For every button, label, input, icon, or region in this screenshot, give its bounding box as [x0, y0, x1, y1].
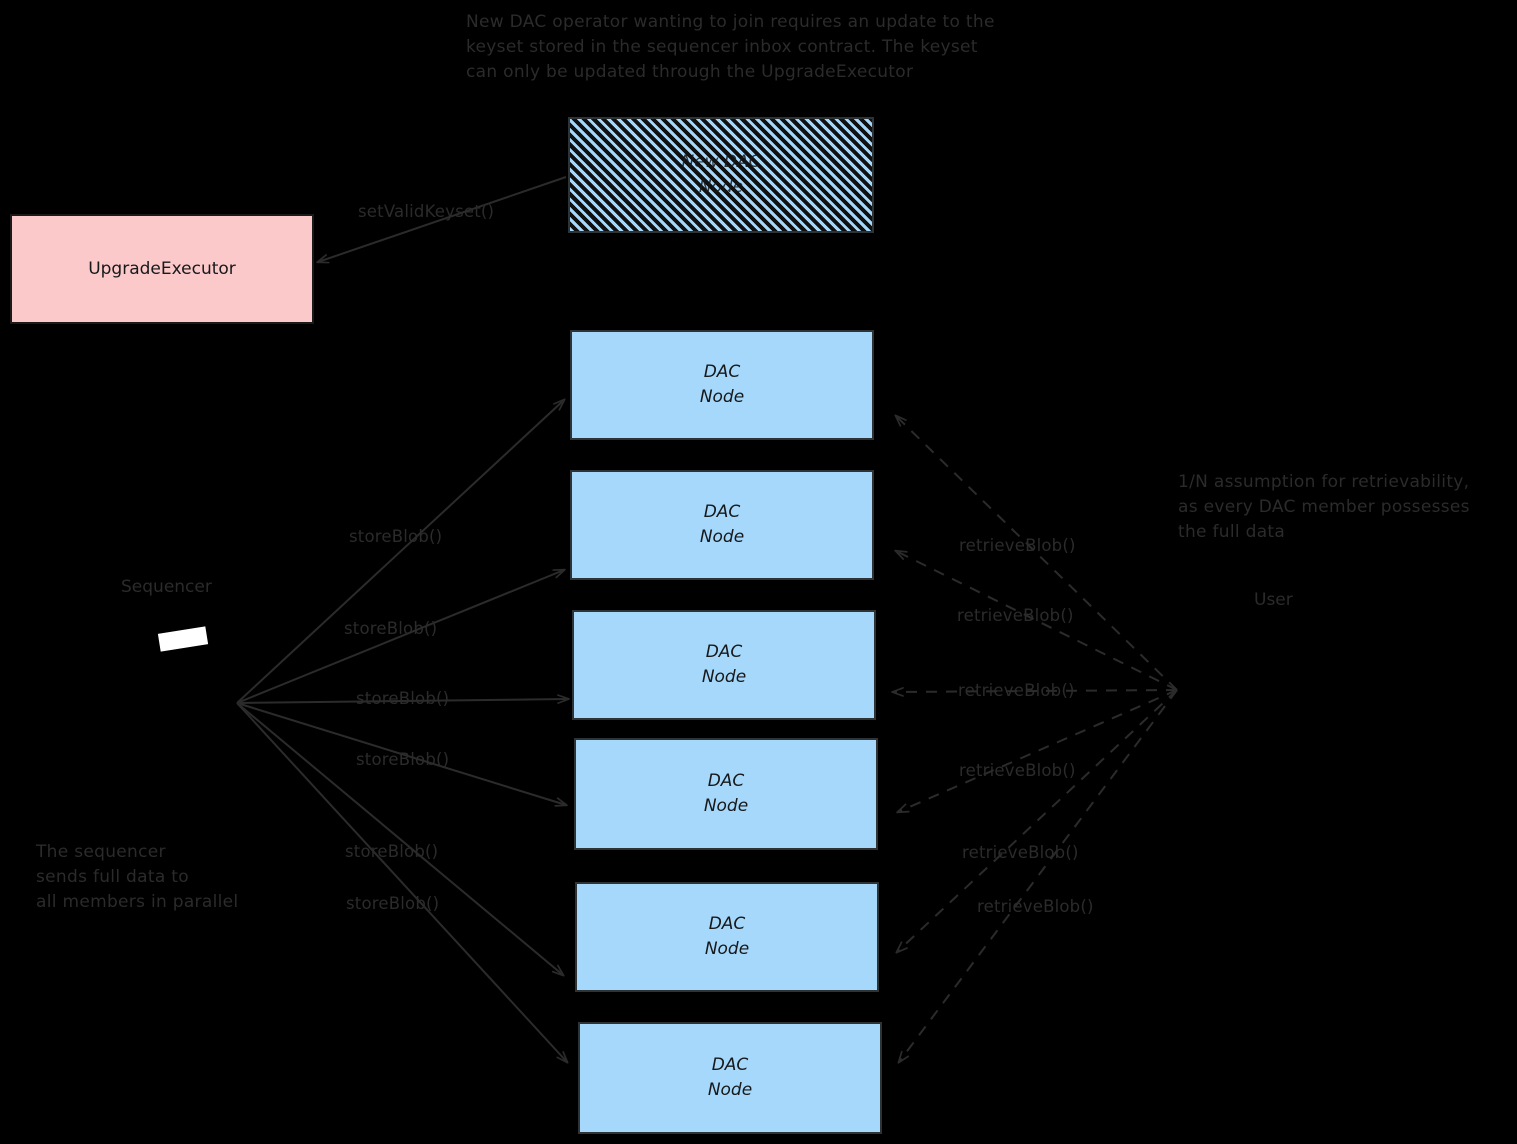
dac-node-6-line2: Node [707, 1080, 753, 1100]
dac-node-2-line1: DAC [703, 502, 741, 522]
set-valid-keyset-label: setValidKeyset() [358, 202, 495, 221]
dac-node-2[interactable]: DAC Node [570, 470, 874, 580]
dac-node-5-line2: Node [704, 939, 750, 959]
store-blob-label-1: storeBlob() [349, 527, 443, 546]
edge-store-blob-group [236, 398, 570, 1064]
store-blob-label-5: storeBlob() [345, 842, 439, 861]
dac-node-3[interactable]: DAC Node [572, 610, 876, 720]
dac-node-5-line1: DAC [708, 914, 746, 934]
dac-node-4-line2: Node [703, 796, 749, 816]
dac-node-6[interactable]: DAC Node [578, 1022, 882, 1134]
retrieve-blob-label-3: retrieveBlob() [958, 681, 1075, 700]
new-dac-node-line2: Node [698, 177, 744, 197]
dac-node-4-line1: DAC [707, 771, 745, 791]
store-blob-label-6: storeBlob() [346, 894, 440, 913]
store-blob-label-3: storeBlob() [356, 689, 450, 708]
dac-node-6-line1: DAC [711, 1055, 749, 1075]
new-dac-node-line1: New DAC [681, 152, 761, 172]
dac-node-4[interactable]: DAC Node [574, 738, 878, 850]
dac-node-1[interactable]: DAC Node [570, 330, 874, 440]
sequencer-parallel-note: The sequencer sends full data to all mem… [36, 842, 239, 912]
dac-node-3-line2: Node [701, 667, 747, 687]
upgrade-executor-label: UpgradeExecutor [88, 259, 236, 279]
dac-node-1-line1: DAC [703, 362, 741, 382]
retrieve-blob-label-5: retrieveBlob() [962, 843, 1079, 862]
sequencer-icon [157, 626, 209, 652]
retrievability-note: 1/N assumption for retrievability, as ev… [1178, 472, 1470, 542]
user-label: User [1254, 590, 1293, 610]
sequencer-label: Sequencer [121, 577, 212, 597]
new-dac-node-box[interactable]: New DAC Node [568, 117, 874, 233]
dac-node-1-line2: Node [699, 387, 745, 407]
retrieve-blob-label-1: retrieveBlob() [959, 536, 1076, 555]
store-blob-label-2: storeBlob() [344, 619, 438, 638]
retrieve-blob-label-4: retrieveBlob() [959, 761, 1076, 780]
store-blob-label-4: storeBlob() [356, 750, 450, 769]
retrieve-blob-label-6: retrieveBlob() [977, 897, 1094, 916]
edge-retrieve-blob-group [891, 414, 1178, 1064]
keyset-update-note: New DAC operator wanting to join require… [466, 12, 995, 82]
dac-node-3-line1: DAC [705, 642, 743, 662]
dac-node-5[interactable]: DAC Node [575, 882, 879, 992]
dac-node-2-line2: Node [699, 527, 745, 547]
retrieve-blob-label-2: retrieveBlob() [957, 606, 1074, 625]
upgrade-executor-box[interactable]: UpgradeExecutor [10, 214, 314, 324]
